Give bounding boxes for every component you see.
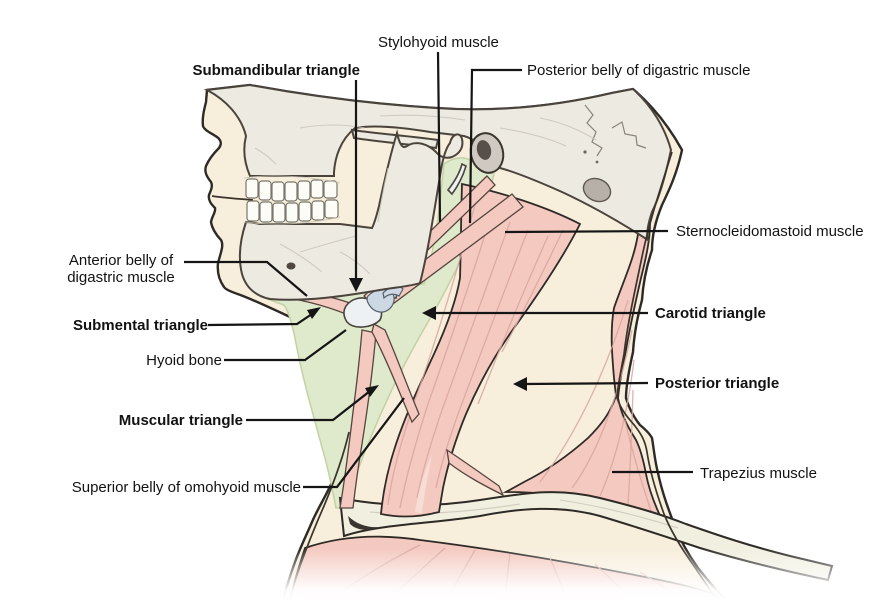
back-skin-inner-line	[616, 151, 717, 599]
arrowhead-submental	[307, 307, 321, 319]
trapezius-fiber-streaks	[539, 299, 653, 515]
label-anterior-belly-line1: Anterior belly of	[68, 252, 174, 269]
arrowhead-posterior-triangle	[513, 377, 527, 391]
leader-lines	[184, 51, 693, 489]
label-carotid-triangle: Carotid triangle	[655, 305, 766, 322]
styloid-process	[446, 162, 467, 196]
mandible-shape	[238, 129, 464, 301]
omohyoid-superior-belly-shape	[371, 323, 420, 424]
leader-posterior-belly	[468, 68, 522, 224]
scm-heads-cleft	[415, 454, 432, 514]
leader-posterior-triangle	[524, 381, 649, 386]
leader-hyoid	[224, 329, 347, 362]
label-anterior-belly-of-digastric: Anterior belly of digastric muscle	[62, 252, 180, 286]
mouth-line	[211, 195, 254, 201]
skull-sutures	[583, 104, 647, 164]
hyoid-bone-shape	[343, 285, 404, 328]
infrahyoid-strap-muscle	[339, 329, 377, 509]
sternocleidomastoid-muscle-shape	[380, 182, 582, 518]
ramus-contour	[299, 167, 389, 253]
label-stylohyoid-muscle: Stylohyoid muscle	[378, 34, 499, 51]
leader-stylohyoid	[436, 51, 442, 223]
arrowhead-muscular	[365, 385, 379, 397]
mental-foramen	[286, 262, 296, 270]
leader-muscular	[246, 390, 371, 422]
label-submental-triangle: Submental triangle	[72, 317, 208, 334]
bottom-fade	[0, 548, 880, 600]
label-sternocleidomastoid-muscle: Sternocleidomastoid muscle	[676, 223, 864, 240]
label-hyoid-bone: Hyoid bone	[146, 352, 222, 369]
label-trapezius-muscle: Trapezius muscle	[700, 465, 817, 482]
leader-anterior-belly	[184, 260, 308, 297]
mastoid-process	[582, 177, 612, 203]
leader-sternocleidomastoid	[504, 229, 669, 234]
teeth	[243, 175, 341, 225]
label-anterior-belly-line2: digastric muscle	[67, 269, 175, 286]
label-superior-belly-of-omohyoid: Superior belly of omohyoid muscle	[71, 479, 301, 496]
label-muscular-triangle: Muscular triangle	[118, 412, 243, 429]
label-posterior-belly-of-digastric: Posterior belly of digastric muscle	[527, 62, 751, 79]
arrowhead-carotid	[422, 306, 436, 320]
sternoclavicular-shadow	[348, 516, 378, 530]
omohyoid-inferior-belly	[446, 448, 505, 497]
leader-submental	[207, 313, 313, 327]
bone-texture	[254, 114, 597, 275]
ear-canal	[469, 132, 505, 174]
label-submandibular-triangle: Submandibular triangle	[192, 62, 360, 79]
arrowhead-submandibular	[349, 278, 363, 292]
label-posterior-triangle: Posterior triangle	[655, 375, 780, 392]
leader-omohyoid	[303, 397, 405, 489]
